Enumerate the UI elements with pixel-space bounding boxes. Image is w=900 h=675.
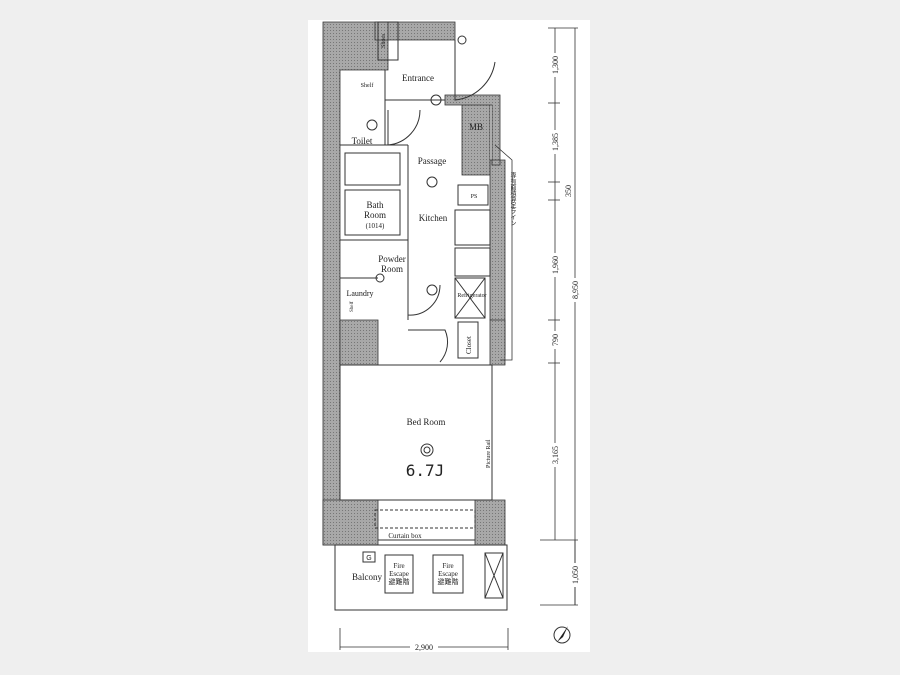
room-label-laundry: Laundry [346, 289, 373, 298]
room-label-bath-1: Bath [367, 200, 384, 210]
g-mark: G [366, 555, 371, 562]
fire-escape-1: Fire Escape 避難階 [389, 562, 410, 586]
bedroom-size: 6.7J [406, 461, 445, 480]
shoes-label: Shoes [381, 33, 387, 48]
laundry-shelf-label: Shelf [350, 301, 355, 312]
fire-escape-2-line: Fire [442, 562, 453, 570]
dim-1: 1,300 [551, 56, 560, 74]
room-label-bath-2: Room [364, 210, 386, 220]
room-label-passage: Passage [418, 156, 447, 166]
fire-escape-1-line: 避難階 [389, 577, 410, 586]
dim-6: 3,165 [551, 446, 560, 464]
dimension-labels: 1,300 1,385 350 1,960 790 3,165 1,050 8,… [410, 53, 581, 652]
room-label-balcony: Balcony [352, 572, 382, 582]
shelf-label: Shelf [361, 82, 374, 89]
room-label-mb: MB [469, 122, 483, 132]
interior-lines [334, 21, 508, 611]
room-label-toilet: Toilet [352, 136, 373, 146]
refrigerator-label: Refrigerator [457, 292, 486, 299]
floor-plan-sheet: Entrance Shoes Shelf Toilet MB Passage P… [308, 20, 590, 652]
picture-rail-label: Picture Rail [486, 439, 492, 468]
dim-7: 1,050 [571, 566, 580, 584]
fire-escape-1-line: Fire [393, 562, 404, 570]
dim-5: 790 [551, 334, 560, 346]
fire-escape-2-line: 避難階 [438, 577, 459, 586]
ps-label: PS [471, 194, 478, 200]
dim-2: 1,385 [551, 133, 560, 151]
room-label-kitchen: Kitchen [419, 213, 448, 223]
dim-3: 350 [564, 185, 573, 197]
fire-escape-1-line: Escape [389, 570, 409, 578]
room-label-powder-2: Room [381, 264, 403, 274]
area-line-note: 専有面積算定ライン [509, 171, 516, 226]
room-label-bedroom: Bed Room [407, 417, 446, 427]
dim-4: 1,960 [551, 256, 560, 274]
compass-icon [553, 626, 571, 644]
fire-escape-2-line: Escape [438, 570, 458, 578]
walls [322, 21, 506, 546]
bath-size: (1014) [366, 222, 385, 230]
closet-label: Closet [465, 336, 473, 354]
room-label-powder-1: Powder [378, 254, 406, 264]
floor-plan: Entrance Shoes Shelf Toilet MB Passage P… [322, 21, 581, 652]
fire-escape-2: Fire Escape 避難階 [438, 562, 459, 586]
dim-width: 2,900 [415, 643, 433, 652]
dim-total-depth: 8,950 [571, 281, 580, 299]
curtain-box-label: Curtain box [388, 532, 422, 540]
room-label-entrance: Entrance [402, 73, 434, 83]
